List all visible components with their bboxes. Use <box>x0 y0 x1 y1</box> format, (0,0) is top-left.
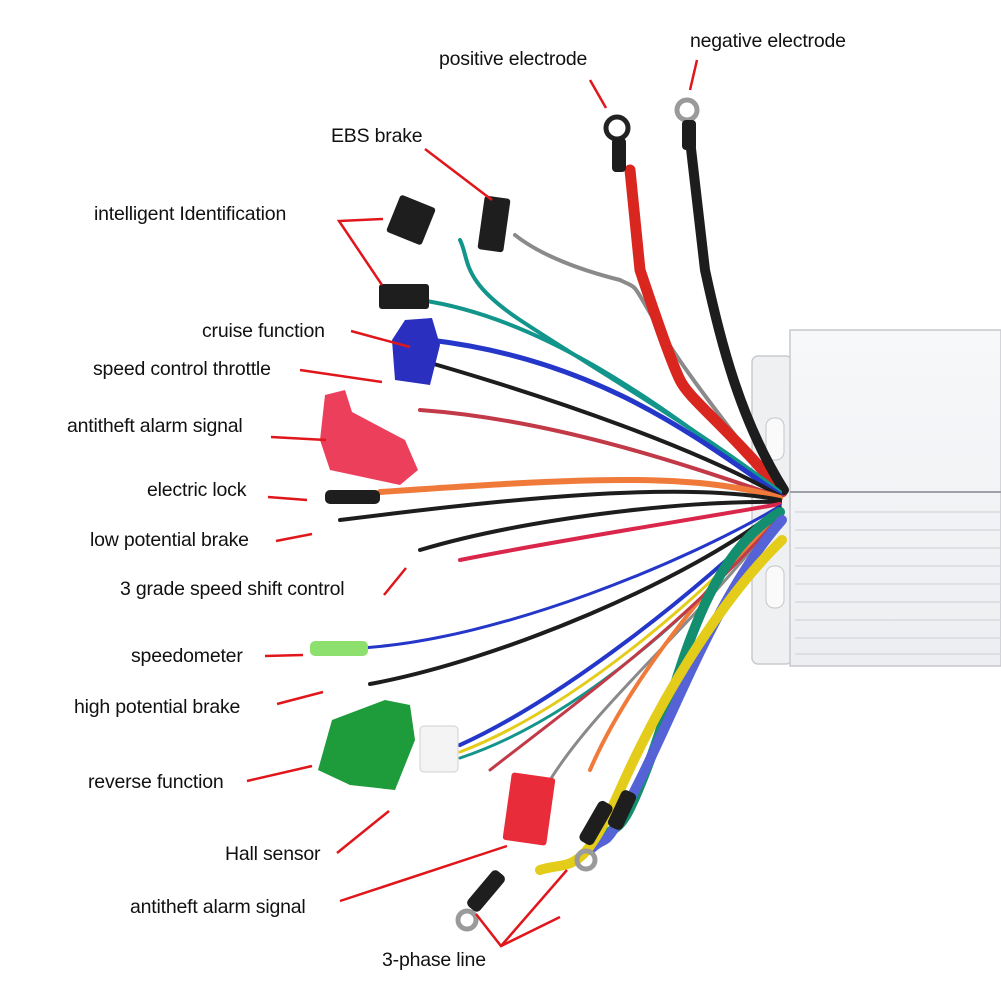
phase-sleeve-3 <box>607 790 637 830</box>
leader-hall-sensor <box>336 810 390 854</box>
mounting-slot-top <box>765 417 785 461</box>
antitheft-alarm-connector-top <box>320 390 418 485</box>
label-cruise-function: cruise function <box>202 320 325 342</box>
intelligent-id-connector-1 <box>386 195 436 245</box>
antitheft-alarm-connector-bottom <box>502 772 556 846</box>
label-positive-electrode: positive electrode <box>439 48 588 70</box>
label-high-potential-brake: high potential brake <box>74 696 241 718</box>
controller-housing <box>751 329 1001 667</box>
leader-ebs-brake <box>424 148 493 201</box>
wire-phase-yellow <box>535 535 787 875</box>
speedometer-terminal <box>310 641 368 656</box>
label-negative-electrode: negative electrode <box>690 30 846 52</box>
wire-blue-speedometer <box>358 504 782 650</box>
negative-ring-terminal <box>674 97 700 123</box>
label-ebs-brake: EBS brake <box>331 125 423 147</box>
wire-positive-red <box>624 164 788 498</box>
ebs-brake-connector <box>477 195 511 253</box>
leader-cruise-function <box>350 329 411 349</box>
wire-black-shift <box>418 499 782 552</box>
wire-black-high-brake <box>368 506 782 686</box>
label-reverse-function: reverse function <box>88 771 224 793</box>
label-3-grade-speed-shift-control: 3 grade speed shift control <box>120 578 345 600</box>
positive-sleeve <box>612 138 626 172</box>
label-hall-sensor: Hall sensor <box>225 843 321 865</box>
leader-positive-electrode <box>588 79 608 109</box>
label-intelligent-identification: intelligent Identification <box>94 203 287 225</box>
mounting-slot-bottom <box>765 565 785 609</box>
leader-3-grade-speed-shift <box>383 567 407 596</box>
heatsink-fins <box>795 511 1001 655</box>
leader-3-phase-line-a <box>475 913 561 948</box>
leader-3-phase-line-b <box>500 869 568 947</box>
leader-intelligent-identification <box>336 217 384 286</box>
leader-reverse-function <box>246 764 313 783</box>
leader-antitheft-alarm-bottom <box>339 844 508 903</box>
wire-hall-yellow <box>458 509 782 754</box>
wire-negative-black <box>685 135 789 495</box>
label-speedometer: speedometer <box>131 645 243 667</box>
electric-lock-terminal <box>325 490 380 504</box>
wire-gray-ebs-end <box>513 233 622 282</box>
wire-teal-2 <box>418 298 782 496</box>
phase-sleeve-2 <box>579 800 613 846</box>
phase-ring-terminal-1 <box>455 908 479 932</box>
intelligent-id-connector-2 <box>379 284 429 309</box>
wire-blue-cruise <box>427 337 783 498</box>
leader-electric-lock <box>267 495 308 502</box>
label-low-potential-brake: low potential brake <box>90 529 249 551</box>
hall-sensor-connector <box>419 725 459 773</box>
label-electric-lock: electric lock <box>147 479 247 501</box>
phase-ring-terminal-2 <box>574 848 598 872</box>
wire-red-shift <box>458 502 782 562</box>
negative-sleeve <box>682 120 696 150</box>
cruise-throttle-connector <box>392 318 440 385</box>
wire-alarm-top <box>418 408 782 499</box>
label-3-phase-line: 3-phase line <box>382 949 486 971</box>
label-antitheft-alarm-signal-bottom: antitheft alarm signal <box>130 896 306 918</box>
connectors <box>310 97 700 932</box>
label-speed-control-throttle: speed control throttle <box>93 358 271 380</box>
phase-sleeve-1 <box>467 870 505 912</box>
wire-black-throttle <box>418 358 782 498</box>
label-antitheft-alarm-signal-top: antitheft alarm signal <box>67 415 243 437</box>
housing-body <box>789 329 1001 667</box>
leader-speedometer <box>264 653 304 658</box>
positive-ring-terminal <box>603 114 631 142</box>
leader-lines <box>246 59 699 948</box>
wire-orange-lower <box>588 512 782 772</box>
leader-antitheft-alarm-top <box>270 435 327 442</box>
wire-black-low-brake <box>338 489 782 522</box>
leader-low-potential-brake <box>275 532 313 543</box>
reverse-function-connector <box>318 700 415 790</box>
leader-high-potential-brake <box>276 690 324 706</box>
wire-orange-lock <box>377 476 783 501</box>
leader-speed-control-throttle <box>299 368 383 384</box>
leader-negative-electrode <box>688 59 699 91</box>
wire-red-lower <box>488 514 782 772</box>
